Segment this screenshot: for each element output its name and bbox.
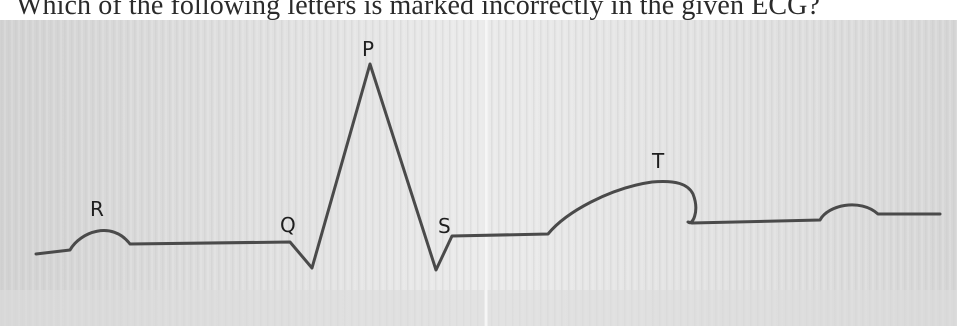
ecg-figure: R Q P S T [0, 20, 957, 326]
label-t: T [651, 149, 665, 173]
ecg-background-band [0, 290, 957, 326]
ecg-diagram: R Q P S T [0, 20, 957, 326]
question-text: Which of the following letters is marked… [16, 0, 820, 21]
label-p: P [362, 37, 374, 61]
ecg-trace [34, 62, 942, 272]
label-q: Q [280, 213, 296, 237]
ecg-background-texture [0, 20, 957, 326]
label-s: S [438, 214, 451, 238]
label-r: R [90, 197, 104, 221]
